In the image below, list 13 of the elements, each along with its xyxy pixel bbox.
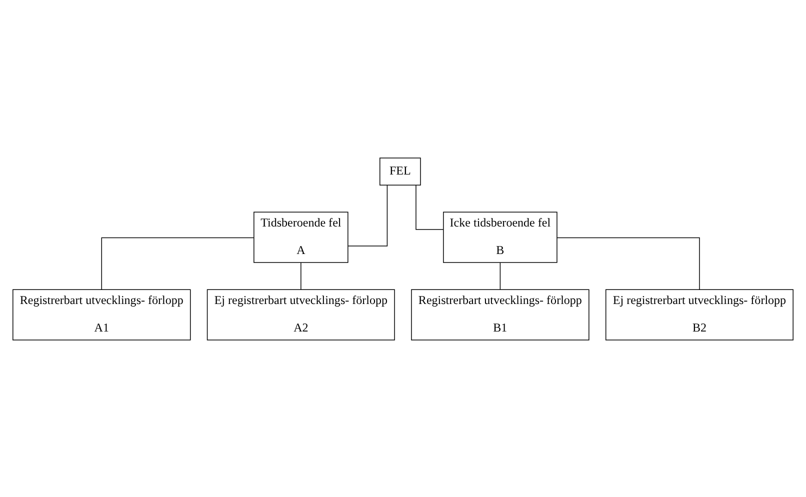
connector: [500, 262, 501, 290]
node-box: Ej registrerbart utvecklings- förlopp B2: [605, 288, 794, 340]
node-box: Registrerbart utvecklings- förlopp B1: [411, 288, 590, 340]
node-box: Icke tidsberoende fel B: [443, 211, 558, 262]
node-box: Tidsberoende fel A: [254, 211, 348, 262]
connector: [556, 236, 700, 290]
connector: [416, 184, 444, 230]
connector: [300, 262, 302, 290]
node-box: FEL: [380, 157, 421, 185]
connector: [348, 184, 388, 246]
node-box: Registrerbart utvecklings- förlopp A1: [12, 288, 191, 340]
node-box: Ej registrerbart utvecklings- förlopp A2: [206, 288, 395, 340]
connector: [101, 236, 254, 290]
